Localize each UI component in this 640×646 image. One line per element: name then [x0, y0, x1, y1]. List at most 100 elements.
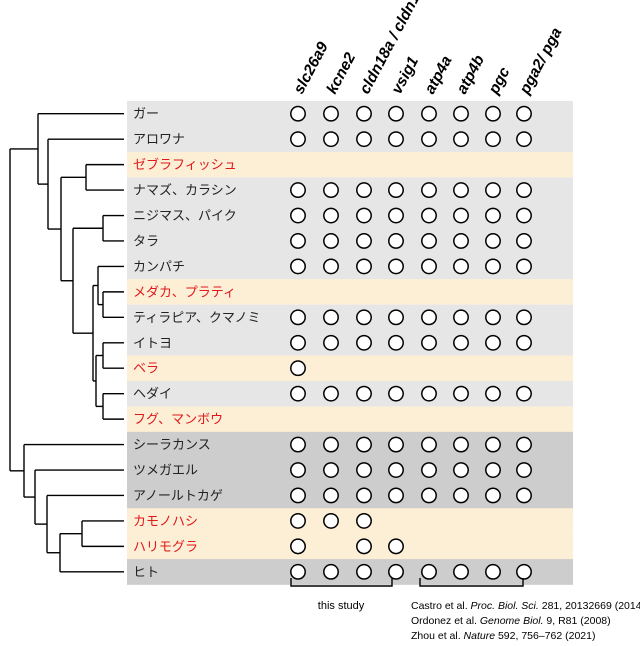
presence-circle [453, 131, 469, 148]
species-label: ベラ [133, 362, 159, 377]
presence-circle [485, 487, 501, 504]
row-band [127, 559, 573, 585]
presence-circle [485, 182, 501, 199]
presence-circle [388, 538, 404, 555]
presence-circle [290, 105, 306, 122]
presence-circle [356, 512, 372, 529]
presence-circle [323, 258, 339, 275]
presence-circle [323, 462, 339, 478]
species-labels: ガーアロワナゼブラフィッシュナマズ、カラシンニジマス、パイクタラカンパチメダカ、… [133, 107, 261, 580]
citation: Castro et al. Proc. Biol. Sci. 281, 2013… [411, 600, 640, 612]
row-bands [127, 101, 573, 585]
presence-circle [323, 105, 339, 122]
this-study-bracket [290, 578, 393, 587]
presence-circle [323, 563, 339, 580]
presence-circle [290, 258, 306, 275]
species-label: カモノハシ [133, 514, 198, 529]
citation: Zhou et al. Nature 592, 756–762 (2021) [411, 630, 595, 642]
presence-circle [356, 105, 372, 122]
presence-circle [356, 436, 372, 453]
species-label: ヒト [133, 565, 159, 580]
presence-circle [453, 258, 469, 275]
presence-circle [421, 385, 437, 402]
row-band [127, 355, 573, 382]
presence-circle [356, 233, 372, 249]
presence-circle [516, 182, 532, 199]
presence-circle [388, 258, 404, 275]
presence-circle [421, 207, 437, 224]
row-band [127, 228, 573, 254]
presence-circle [323, 512, 339, 529]
presence-circle [356, 385, 372, 402]
presence-circle [453, 207, 469, 224]
presence-circle [323, 233, 339, 249]
presence-circle [290, 385, 306, 402]
presence-circle [516, 207, 532, 224]
presence-circle [485, 462, 501, 478]
presence-circle [388, 309, 404, 326]
presence-circle [485, 233, 501, 249]
presence-circle [516, 309, 532, 326]
row-band [127, 279, 573, 305]
presence-circle [323, 182, 339, 199]
presence-circle [290, 131, 306, 148]
presence-circle [516, 563, 532, 580]
presence-circle [516, 462, 532, 478]
presence-circle [421, 233, 437, 249]
species-label: ツメガエル [133, 464, 198, 479]
presence-circle [453, 105, 469, 122]
presence-circle [356, 334, 372, 351]
species-label: ニジマス、パイク [133, 209, 237, 224]
presence-circle [290, 462, 306, 478]
row-band [127, 533, 573, 560]
presence-circle [453, 233, 469, 249]
citation-list: Castro et al. Proc. Biol. Sci. 281, 2013… [411, 600, 640, 642]
presence-circle [323, 334, 339, 351]
presence-circle [453, 182, 469, 199]
species-label: フグ、マンボウ [133, 413, 223, 428]
species-label: ナマズ、カラシン [133, 183, 237, 199]
presence-circle [388, 233, 404, 249]
species-label: タラ [133, 234, 159, 249]
presence-circle [516, 131, 532, 148]
presence-circle [516, 105, 532, 122]
presence-circle [485, 207, 501, 224]
presence-circle [356, 131, 372, 148]
presence-circle [356, 207, 372, 224]
presence-circle [323, 207, 339, 224]
citation-part: 592, 756–762 (2021) [495, 630, 595, 642]
row-band [127, 406, 573, 433]
gene-presence-circles [290, 105, 532, 580]
species-label: ヘダイ [133, 387, 172, 402]
citation-part: Nature [464, 630, 496, 642]
gene-header: vsig1 [389, 54, 423, 97]
citation-part: 281, 20132669 (2014) [539, 600, 640, 612]
presence-circle [485, 105, 501, 122]
presence-circle [323, 385, 339, 402]
presence-circle [356, 182, 372, 199]
presence-circle [323, 487, 339, 504]
footer: this study Castro et al. Proc. Biol. Sci… [290, 578, 640, 642]
presence-circle [290, 334, 306, 351]
presence-circle [290, 436, 306, 453]
species-label: ハリモグラ [133, 540, 198, 555]
citations-bracket [419, 578, 524, 587]
presence-circle [290, 538, 306, 555]
row-band [127, 330, 573, 356]
presence-circle [453, 334, 469, 351]
citation: Ordonez et al. Genome Biol. 9, R81 (2008… [411, 615, 611, 627]
presence-circle [421, 436, 437, 453]
presence-circle [356, 563, 372, 580]
this-study-label: this study [318, 600, 365, 612]
presence-circle [421, 334, 437, 351]
presence-circle [516, 385, 532, 402]
species-label: ガー [133, 107, 159, 122]
citation-part: Zhou et al. [411, 630, 464, 642]
citation-part: 9, R81 (2008) [544, 615, 611, 627]
presence-circle [516, 233, 532, 249]
citation-part: Castro et al. [411, 600, 471, 612]
presence-circle [290, 207, 306, 224]
presence-circle [453, 436, 469, 453]
presence-circle [356, 538, 372, 555]
